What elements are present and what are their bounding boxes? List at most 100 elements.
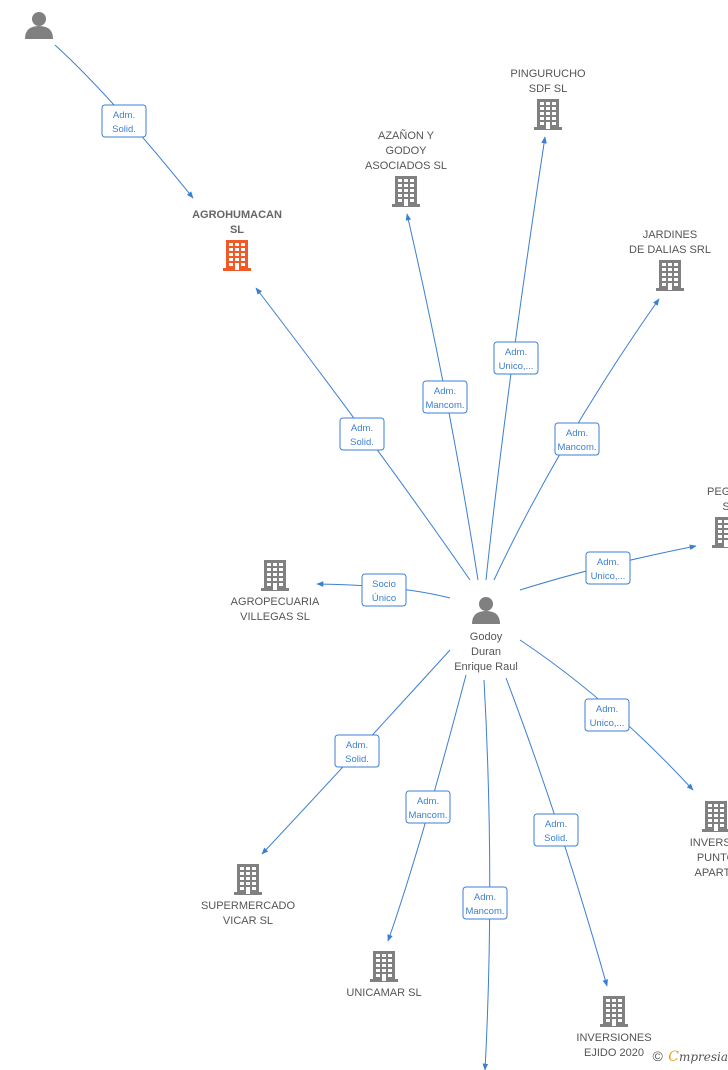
node-label: VILLEGAS SL (240, 611, 310, 623)
edge-label[interactable]: Adm. Mancom. (422, 380, 468, 414)
node-label: S (722, 501, 728, 513)
node-label: DE DALIAS SRL (629, 244, 711, 256)
node-label: Duran (471, 646, 501, 658)
node-label: APARTE (695, 867, 728, 879)
company-node-pingurucho[interactable]: PINGURUCHO SDF SL (510, 68, 586, 130)
building-icon (534, 99, 562, 130)
node-label: AGROPECUARIA (231, 596, 320, 608)
company-node-inversiones_ejido[interactable]: INVERSIONES EJIDO 2020 (576, 996, 652, 1059)
building-icon (223, 240, 251, 271)
company-node-jardines[interactable]: JARDINES DE DALIAS SRL (629, 229, 711, 291)
edge-label-box (334, 734, 380, 768)
edge-label-text: Unico,... (499, 361, 534, 372)
node-label: PINGURUCHO (510, 68, 586, 80)
edge-label-box (361, 573, 407, 607)
node-label: ASOCIADOS SL (365, 160, 447, 172)
edge-label-text: Solid. (544, 833, 568, 844)
edge-label-box (405, 790, 451, 824)
building-icon (600, 996, 628, 1027)
person-node-person_top[interactable] (25, 12, 53, 39)
edge-label-text: Adm. (566, 428, 588, 439)
company-node-agrohumacan[interactable]: AGROHUMACAN SL (192, 209, 282, 271)
edge-label-text: Adm. (597, 557, 619, 568)
company-node-pegas[interactable]: PEGAS S (707, 486, 728, 548)
edge-label[interactable]: Adm. Solid. (339, 417, 385, 451)
building-icon (712, 517, 728, 548)
edge-label[interactable]: Adm. Solid. (533, 813, 579, 847)
edge-label[interactable]: Adm. Mancom. (554, 422, 600, 456)
edge-label[interactable]: Adm. Solid. (334, 734, 380, 768)
company-node-unicamar[interactable]: UNICAMAR SL (346, 951, 422, 999)
edge-label-box (493, 341, 539, 375)
company-node-azanon[interactable]: AZAÑON Y GODOY ASOCIADOS SL (365, 129, 447, 207)
company-node-inversiones_punto[interactable]: INVERSIO PUNTO APARTE (690, 801, 728, 879)
edge-line (482, 679, 491, 1070)
node-label: INVERSIONES (576, 1032, 651, 1044)
node-label: UNICAMAR SL (346, 987, 421, 999)
edge-label-text: Mancom. (557, 442, 596, 453)
edge-line (387, 674, 467, 942)
node-label: EJIDO 2020 (584, 1047, 644, 1059)
edge-line (485, 136, 547, 581)
brand-initial: C (668, 1049, 679, 1065)
edge-label-text: Adm. (505, 347, 527, 358)
node-label: SUPERMERCADO (201, 900, 296, 912)
edge-label[interactable]: Adm. Unico,... (584, 698, 630, 732)
edge-label[interactable]: Adm.Unico,... (585, 551, 631, 585)
edge-label-text: Mancom. (465, 906, 504, 917)
node-label: PEGAS (707, 486, 728, 498)
edge-label-text: Adm. (545, 819, 567, 830)
edge-label-box (533, 813, 579, 847)
node-label: JARDINES (643, 229, 697, 241)
edge-label-box (554, 422, 600, 456)
company-node-agropecuaria[interactable]: AGROPECUARIA VILLEGAS SL (231, 560, 320, 623)
edge-label-text: Adm. (351, 423, 373, 434)
copyright-icon: © (652, 1048, 663, 1064)
edge-label-text: Único (372, 593, 396, 604)
edge-label[interactable]: Adm. Solid. (101, 104, 147, 138)
building-icon (234, 864, 262, 895)
edge-label-text: Socio (372, 579, 396, 590)
node-label: INVERSIO (690, 837, 728, 849)
person-icon (25, 12, 53, 39)
edge-label-text: Solid. (345, 754, 369, 765)
building-icon (392, 176, 420, 207)
edge-label-text: Solid. (350, 437, 374, 448)
edge-label-box (585, 551, 631, 585)
edge-label-box (101, 104, 147, 138)
node-label: Enrique Raul (454, 661, 518, 673)
building-icon (370, 951, 398, 982)
edge-label-text: Adm. (434, 386, 456, 397)
node-label: GODOY (386, 145, 428, 157)
edge-label-text: Adm. (346, 740, 368, 751)
edge-label-text: Mancom. (425, 400, 464, 411)
edge-label-text: Mancom. (408, 810, 447, 821)
person-icon (472, 597, 500, 624)
building-icon (656, 260, 684, 291)
edge-label-text: Adm. (417, 796, 439, 807)
edge-label[interactable]: Adm. Unico,... (493, 341, 539, 375)
node-label: SDF SL (529, 83, 568, 95)
edge-label-text: Adm. (474, 892, 496, 903)
edge-label-box (584, 698, 630, 732)
node-label: SL (230, 224, 244, 236)
edge-label[interactable]: Adm. Mancom. (405, 790, 451, 824)
edge-label-text: Adm. (596, 704, 618, 715)
node-label: AGROHUMACAN (192, 209, 282, 221)
node-label: Godoy (470, 631, 503, 643)
edge-label-box (422, 380, 468, 414)
edge-label-box (462, 886, 508, 920)
node-label: AZAÑON Y (378, 129, 435, 142)
edge-label-text: Unico,... (590, 718, 625, 729)
edge-label-text: Solid. (112, 124, 136, 135)
empresia-brand[interactable]: © Cmpresia (653, 1048, 728, 1066)
edge-label-text: Adm. (113, 110, 135, 121)
node-label: PUNTO (697, 852, 728, 864)
brand-name: mpresia (678, 1050, 728, 1064)
building-icon (261, 560, 289, 591)
edge-label[interactable]: Adm. Mancom. (462, 886, 508, 920)
